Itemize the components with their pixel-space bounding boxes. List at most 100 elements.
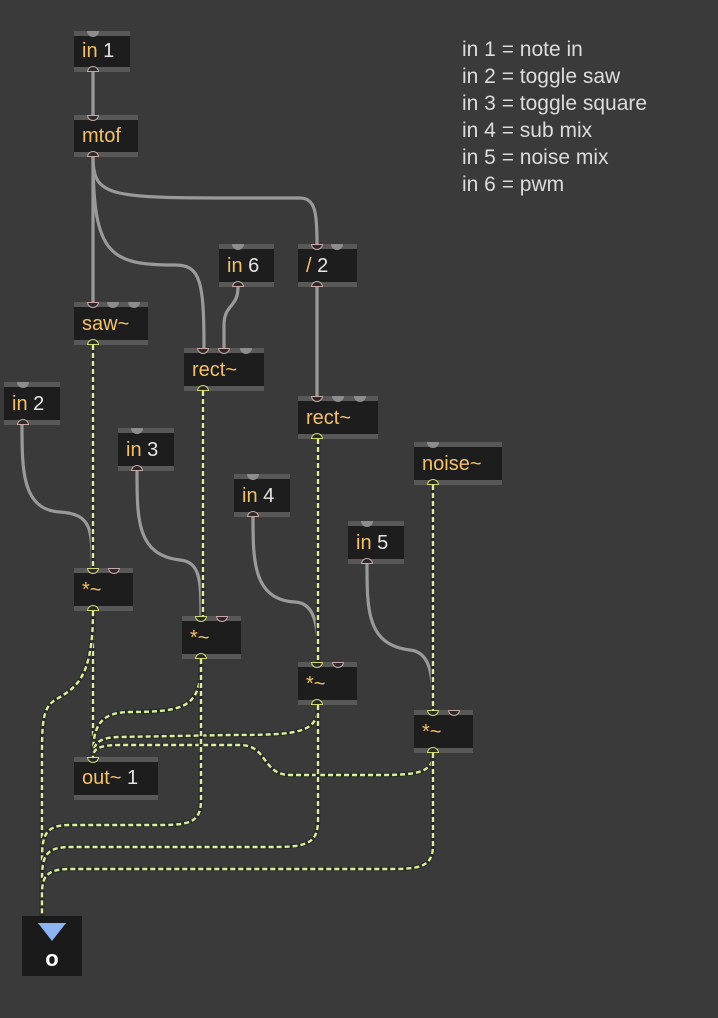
- inlet-port[interactable]: [232, 244, 244, 250]
- speaker-triangle-icon: [38, 923, 66, 941]
- object-divide-2[interactable]: / 2: [298, 244, 357, 287]
- inlet-port[interactable]: [195, 616, 207, 622]
- object-keyword: in: [82, 40, 98, 62]
- outlet-port[interactable]: [197, 385, 209, 391]
- outlet-port[interactable]: [311, 699, 323, 705]
- outlet-port[interactable]: [87, 151, 99, 157]
- outlet-port[interactable]: [427, 747, 439, 753]
- object-multiply-sub[interactable]: *~: [298, 662, 357, 705]
- inlet-port[interactable]: [448, 710, 460, 716]
- object-rect-sub[interactable]: rect~: [298, 396, 378, 439]
- cord-in5-mul4[interactable]: [365, 562, 435, 712]
- object-keyword: in: [242, 485, 258, 507]
- inlet-port[interactable]: [87, 568, 99, 574]
- object-keyword: rect~: [192, 359, 238, 381]
- object-keyword: *~: [422, 721, 442, 743]
- inlet-port[interactable]: [87, 115, 99, 121]
- inlet-port[interactable]: [427, 442, 439, 448]
- object-keyword: in: [356, 532, 372, 554]
- object-multiply-square[interactable]: *~: [182, 616, 241, 659]
- inlet-port[interactable]: [107, 302, 119, 308]
- inlet-port[interactable]: [87, 31, 99, 37]
- object-argument: 6: [248, 255, 260, 277]
- object-multiply-saw[interactable]: *~: [74, 568, 133, 611]
- inlet-port[interactable]: [311, 244, 323, 250]
- inlet-port[interactable]: [197, 348, 209, 354]
- audio-output-toggle[interactable]: o: [22, 916, 82, 976]
- object-keyword: in: [126, 439, 142, 461]
- patch-comment[interactable]: in 1 = note in in 2 = toggle saw in 3 = …: [462, 36, 647, 198]
- object-mtof[interactable]: mtof: [74, 115, 138, 157]
- object-keyword: *~: [190, 627, 210, 649]
- object-argument: 2: [33, 393, 45, 415]
- outlet-port[interactable]: [232, 281, 244, 287]
- cord-mtof-div2[interactable]: [91, 155, 319, 246]
- outlet-object-out1[interactable]: out~ 1: [74, 757, 158, 800]
- signal-cords: [39, 342, 436, 919]
- object-argument: 5: [377, 532, 389, 554]
- inlet-port[interactable]: [218, 348, 230, 354]
- inlet-port[interactable]: [354, 396, 366, 402]
- audio-output-label: o: [45, 946, 59, 971]
- inlet-object-in3[interactable]: in 3: [118, 428, 174, 471]
- inlet-port[interactable]: [240, 348, 252, 354]
- cord-in2-mul1[interactable]: [20, 423, 94, 570]
- object-saw[interactable]: saw~: [74, 302, 148, 345]
- inlet-object-in1[interactable]: in 1: [74, 31, 130, 72]
- cord-mtof-rect1[interactable]: [91, 155, 206, 350]
- cord-mul2-out[interactable]: [90, 656, 204, 760]
- object-keyword: noise~: [422, 453, 482, 475]
- outlet-port[interactable]: [361, 558, 373, 564]
- inlet-port[interactable]: [361, 521, 373, 527]
- inlet-port[interactable]: [216, 616, 228, 622]
- comment-line: in 1 = note in: [462, 38, 583, 61]
- object-rect-pwm[interactable]: rect~: [184, 348, 264, 391]
- object-keyword: rect~: [306, 407, 352, 429]
- outlet-port[interactable]: [17, 419, 29, 425]
- outlet-port[interactable]: [87, 66, 99, 72]
- inlet-port[interactable]: [331, 244, 343, 250]
- inlet-port[interactable]: [87, 757, 99, 763]
- inlet-port[interactable]: [332, 396, 344, 402]
- inlet-object-in6[interactable]: in 6: [219, 244, 274, 287]
- outlet-port[interactable]: [311, 433, 323, 439]
- inlet-object-in4[interactable]: in 4: [234, 474, 290, 517]
- inlet-port[interactable]: [311, 396, 323, 402]
- outlet-port[interactable]: [131, 465, 143, 471]
- cord-in4-mul3[interactable]: [251, 515, 320, 664]
- comment-line: in 6 = pwm: [462, 173, 565, 196]
- inlet-port[interactable]: [131, 428, 143, 434]
- object-keyword: mtof: [82, 125, 121, 147]
- object-keyword: in: [12, 393, 28, 415]
- object-multiply-noise[interactable]: *~: [414, 710, 473, 753]
- inlet-port[interactable]: [427, 710, 439, 716]
- outlet-port[interactable]: [247, 511, 259, 517]
- inlet-port[interactable]: [17, 382, 29, 388]
- cord-in6-rect1[interactable]: [222, 285, 240, 350]
- inlet-object-in2[interactable]: in 2: [4, 382, 60, 425]
- control-cords: [20, 70, 435, 712]
- object-keyword: *~: [306, 673, 326, 695]
- inlet-port[interactable]: [311, 662, 323, 668]
- cord-in3-mul2[interactable]: [135, 469, 203, 618]
- object-keyword: *~: [82, 579, 102, 601]
- inlet-object-in5[interactable]: in 5: [348, 521, 404, 564]
- object-keyword: in: [227, 255, 243, 277]
- outlet-port[interactable]: [87, 339, 99, 345]
- inlet-port[interactable]: [128, 302, 140, 308]
- inlet-port[interactable]: [108, 568, 120, 574]
- outlet-port[interactable]: [195, 653, 207, 659]
- object-argument: 2: [317, 255, 329, 277]
- outlet-port[interactable]: [87, 605, 99, 611]
- inlet-port[interactable]: [332, 662, 344, 668]
- object-keyword: /: [306, 255, 312, 277]
- inlet-port[interactable]: [247, 474, 259, 480]
- outlet-port[interactable]: [427, 479, 439, 485]
- object-noise[interactable]: noise~: [414, 442, 502, 485]
- inlet-port[interactable]: [87, 302, 99, 308]
- comment-line: in 2 = toggle saw: [462, 65, 621, 88]
- object-keyword: saw~: [82, 313, 130, 335]
- object-keyword: out~: [82, 767, 122, 789]
- outlet-port[interactable]: [311, 281, 323, 287]
